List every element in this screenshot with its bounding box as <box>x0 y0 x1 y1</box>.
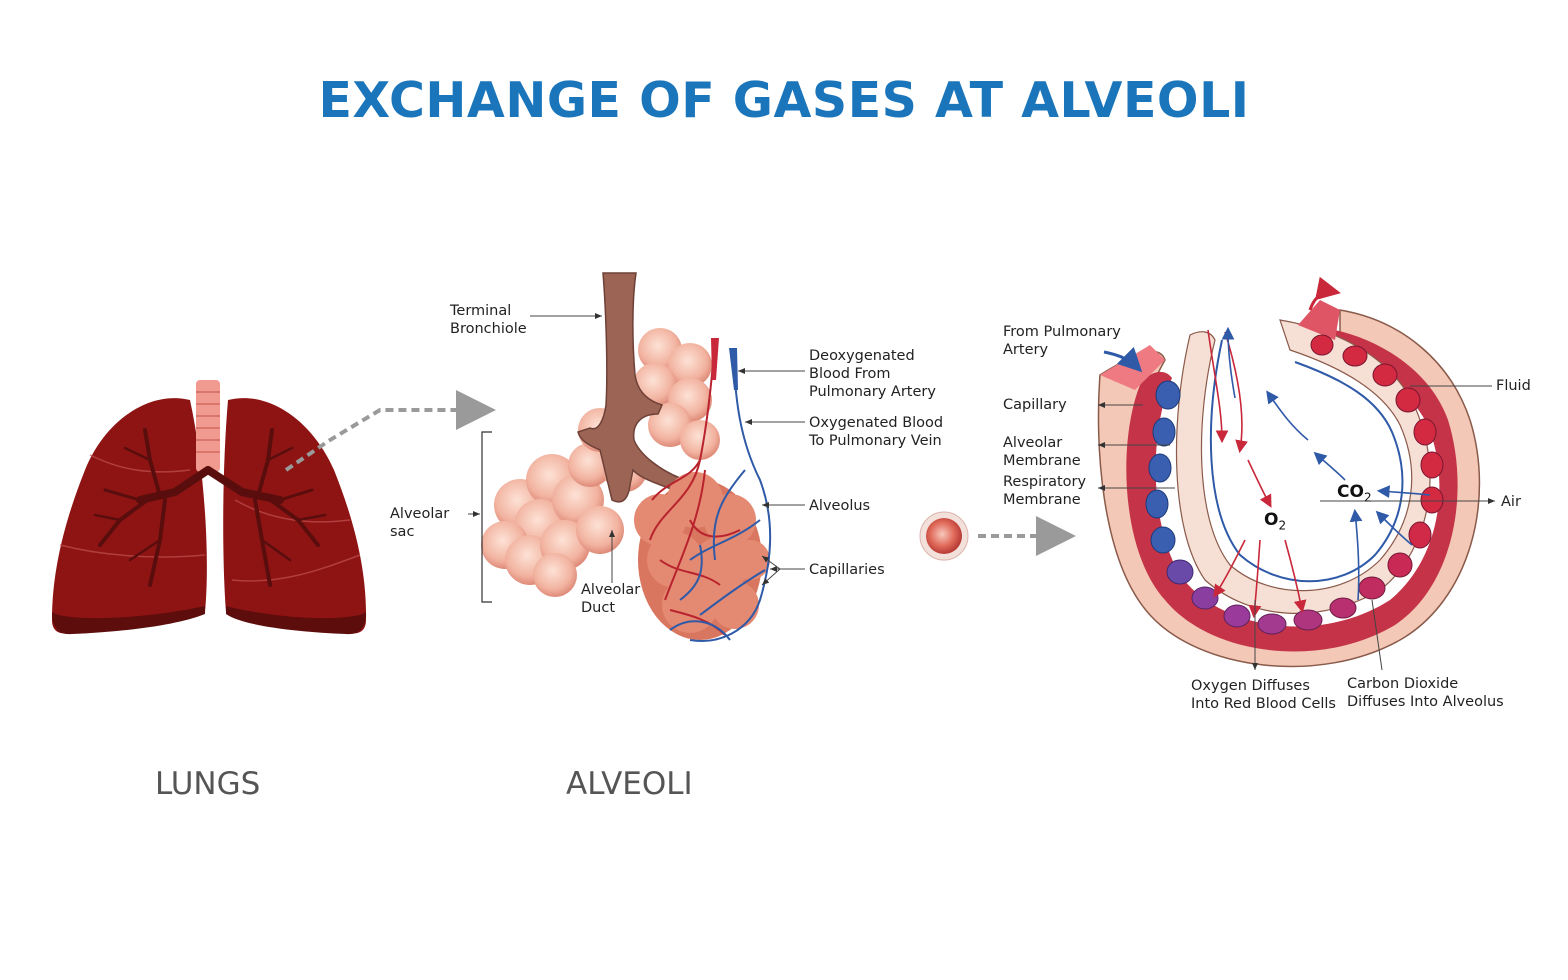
label-capillary: Capillary <box>1003 397 1067 413</box>
label-terminal-bronchiole: Terminal Bronchiole <box>450 303 527 337</box>
terminal-bronchiole <box>577 272 682 503</box>
alveoli-illustration <box>468 272 805 642</box>
label-alveolar-sac: Alveolar sac <box>390 506 450 540</box>
label-from-pulmonary-artery: From Pulmonary Artery <box>1003 324 1121 358</box>
alveoli-panel-label: ALVEOLI <box>566 766 693 802</box>
label-oxygenated-blood: Oxygenated Blood To Pulmonary Vein <box>809 415 944 449</box>
label-alveolar-membrane: Alveolar Membrane <box>1003 435 1081 469</box>
capillary-alveolus <box>634 337 772 642</box>
red-blood-cells <box>1145 334 1444 635</box>
label-alveolus: Alveolus <box>809 498 871 514</box>
label-capillaries: Capillaries <box>809 562 885 578</box>
label-respiratory-membrane: Respiratory Membrane <box>1003 474 1087 508</box>
lungs-illustration <box>52 380 496 635</box>
label-air: Air <box>1501 494 1521 510</box>
lungs-panel-label: LUNGS <box>155 766 261 802</box>
alveolus-zoom-icon <box>919 511 1076 561</box>
label-alveolar-duct: Alveolar Duct <box>581 582 641 616</box>
o2-label: O2 <box>1264 510 1287 533</box>
label-oxygen-diffuses: Oxygen Diffuses Into Red Blood Cells <box>1191 678 1336 712</box>
label-co2-diffuses: Carbon Dioxide Diffuses Into Alveolus <box>1347 676 1504 710</box>
label-fluid: Fluid <box>1496 378 1531 394</box>
page-title: EXCHANGE OF GASES AT ALVEOLI <box>318 72 1250 129</box>
label-deoxygenated-blood: Deoxygenated Blood From Pulmonary Artery <box>809 348 936 400</box>
gas-exchange-illustration <box>1097 276 1495 671</box>
co2-label: CO2 <box>1337 482 1372 505</box>
trachea <box>196 380 220 472</box>
bronchial-tree <box>93 428 327 587</box>
